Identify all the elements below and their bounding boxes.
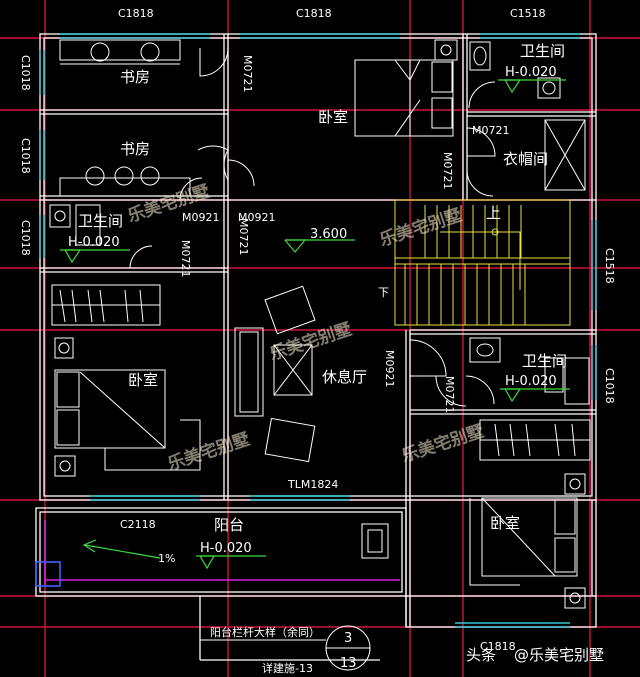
window-label-top-right: C1518	[510, 7, 546, 20]
door-label-3: M0921	[238, 211, 276, 224]
door-label-6: M0721	[472, 124, 510, 137]
room-label-bath-top-right: 卫生间	[520, 42, 565, 60]
door-label-5: M0721	[179, 240, 192, 278]
lounge-furniture	[234, 285, 316, 463]
window-label-right-1: C1518	[603, 248, 616, 284]
window-label-balcony: C2118	[120, 518, 156, 531]
room-label-closet: 衣帽间	[503, 150, 548, 168]
watermark-5: 乐美宅别墅	[399, 421, 486, 467]
room-label-study-2: 书房	[120, 140, 150, 158]
door-label-8: M0921	[383, 350, 396, 388]
sheet-number: 13	[340, 656, 357, 671]
bath-top-right-fixtures	[469, 41, 586, 191]
bath-mid-right-fixtures	[469, 337, 590, 405]
credit-handle: @乐美宅别墅	[514, 646, 604, 664]
bedroom-left-furniture	[51, 284, 201, 477]
window-label-right-2: C1018	[603, 368, 616, 404]
bath-left-fixtures	[49, 204, 101, 246]
room-label-bedroom-bottom-right: 卧室	[490, 514, 520, 532]
staircase	[394, 199, 571, 326]
door-label-7: M0721	[441, 152, 454, 190]
door-label-lounge: TLM1824	[287, 478, 338, 491]
stair-down-label: 下	[378, 286, 389, 299]
watermark-2: 乐美宅别墅	[377, 205, 464, 251]
window-label-top-left: C1818	[118, 7, 154, 20]
room-label-bedroom-left: 卧室	[128, 371, 158, 389]
window-label-top-mid: C1818	[296, 7, 332, 20]
watermark-3: 乐美宅别墅	[267, 319, 354, 365]
room-label-study-1: 书房	[120, 68, 150, 86]
room-label-lounge: 休息厅	[322, 368, 367, 386]
credit-platform: 头条	[466, 646, 496, 664]
level-balcony: H-0.020	[200, 541, 252, 556]
room-label-balcony: 阳台	[214, 516, 244, 534]
level-floor: 3.600	[310, 227, 347, 242]
door-swings	[129, 47, 496, 407]
sheet-reference: 详建施-13	[262, 661, 313, 675]
stair-up-label: 上	[486, 204, 501, 222]
room-label-bath-left: 卫生间	[78, 212, 123, 230]
slope-label: 1%	[158, 552, 175, 565]
window-label-left-1: C1018	[19, 55, 32, 91]
window-label-bottom-right: C1818	[480, 640, 516, 653]
level-bath-mid-right: H-0.020	[505, 374, 557, 389]
bedroom-bottom-right-furniture	[469, 419, 591, 609]
door-label-2: M0921	[182, 211, 220, 224]
window-label-left-2: C1018	[19, 138, 32, 174]
study-furniture	[59, 39, 191, 197]
balcony-extras	[35, 520, 400, 587]
detail-callout	[200, 625, 371, 671]
door-label-1: M0721	[241, 55, 254, 93]
door-label-9: M0721	[443, 376, 456, 414]
door-label-4: M0721	[237, 218, 250, 256]
level-bath-left: H-0.020	[68, 235, 120, 250]
window-label-left-3: C1018	[19, 220, 32, 256]
detail-number: 3	[344, 631, 352, 646]
level-bath-top-right: H-0.020	[505, 65, 557, 80]
level-markers	[60, 79, 570, 570]
detail-note-title: 阳台栏杆大样（余同）	[210, 625, 320, 639]
windows	[39, 33, 597, 628]
room-label-bath-mid-right: 卫生间	[522, 352, 567, 370]
room-label-bedroom-top: 卧室	[318, 108, 348, 126]
watermark-4: 乐美宅别墅	[165, 429, 252, 475]
bedroom-top-furniture	[354, 39, 458, 137]
